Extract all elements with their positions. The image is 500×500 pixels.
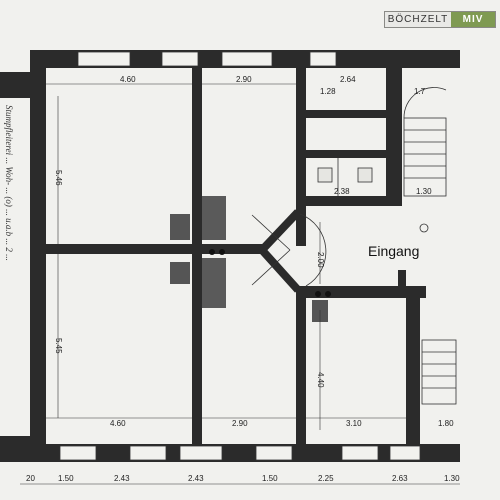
dim-bi-2: 2.90 [232, 419, 248, 428]
dim-bath: 2.38 [334, 187, 350, 196]
dim-inner: 2.38 1.30 2.00 4.40 [316, 187, 432, 388]
dim-bi-1: 4.60 [110, 419, 126, 428]
interior-walls [42, 66, 426, 446]
dim-left-2: 5.45 [54, 338, 63, 354]
dim-left: 5.46 5.45 [54, 170, 63, 354]
logo: BÖCHZELT MIV [384, 11, 496, 28]
dim-room: 4.40 [316, 372, 325, 388]
corner-door [259, 209, 301, 293]
windows [59, 51, 421, 461]
staircase [403, 87, 457, 405]
dim-hall: 2.00 [316, 252, 325, 268]
dim-top-4: 2.64 [340, 75, 356, 84]
logo-left: BÖCHZELT [387, 14, 449, 25]
dim-bc-3: 2.43 [114, 474, 130, 483]
logo-right: MIV [451, 12, 495, 27]
handwritten-note: Stumpfleiterei ... Woh- ... (o) ... u.a.… [4, 105, 14, 261]
dim-bottom-chain: 20 1.50 2.43 2.43 1.50 2.25 2.63 1.30 [26, 474, 460, 483]
dim-top: 4.60 2.90 1.28 2.64 1.7 [120, 75, 426, 96]
door-swings [251, 213, 327, 287]
dim-bc-4: 2.43 [188, 474, 204, 483]
dim-bc-7: 2.63 [392, 474, 408, 483]
dim-bc-5: 1.50 [262, 474, 278, 483]
dim-bottom-inner: 4.60 2.90 3.10 1.80 [110, 419, 454, 428]
dim-stair: 1.30 [416, 187, 432, 196]
dim-top-5: 1.7 [414, 87, 426, 96]
entrance-label: Eingang [368, 243, 419, 259]
dim-top-3: 1.28 [320, 87, 336, 96]
dim-bi-4: 1.80 [438, 419, 454, 428]
dim-top-2: 2.90 [236, 75, 252, 84]
dim-bc-1: 20 [26, 474, 35, 483]
fixture-marker [419, 223, 429, 233]
dim-bc-8: 1.30 [444, 474, 460, 483]
dim-left-1: 5.46 [54, 170, 63, 186]
dim-bi-3: 3.10 [346, 419, 362, 428]
dim-bc-6: 2.25 [318, 474, 334, 483]
dim-top-1: 4.60 [120, 75, 136, 84]
bath-fixtures [317, 158, 373, 196]
dimension-lines [20, 83, 460, 485]
dim-bc-2: 1.50 [58, 474, 74, 483]
